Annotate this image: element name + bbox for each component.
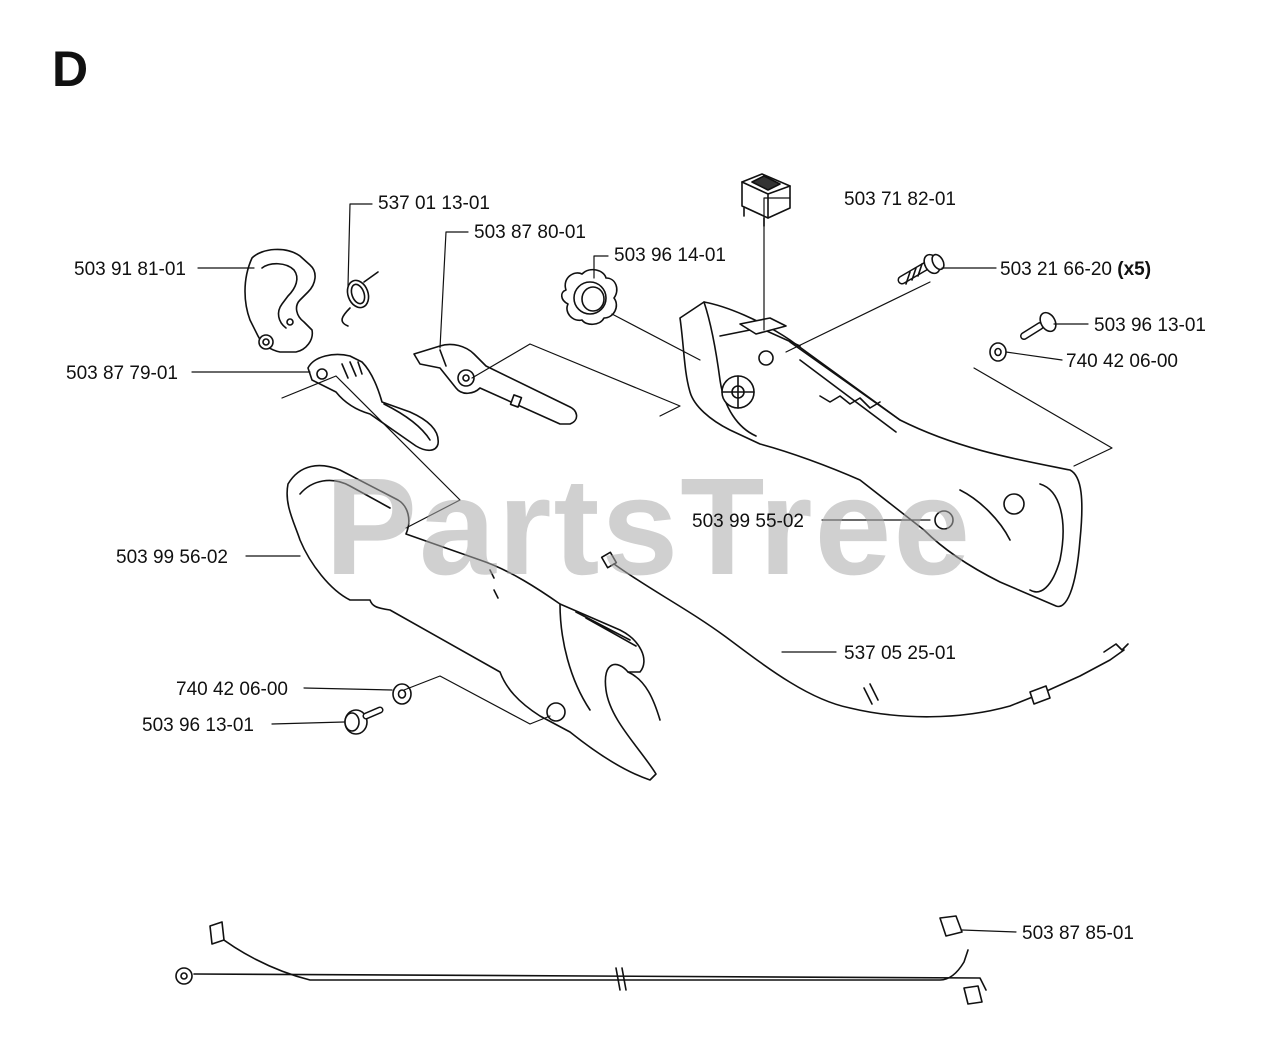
- part-label-503-96-13-01-top[interactable]: 503 96 13-01: [1094, 315, 1206, 336]
- stop-switch-part: [741, 173, 791, 227]
- parts-tree-watermark: PartsTree: [325, 450, 973, 604]
- part-label-740-42-06-00-top[interactable]: 740 42 06-00: [1066, 351, 1178, 372]
- part-label-503-21-66-20[interactable]: 503 21 66-20 (x5): [1000, 259, 1152, 280]
- part-label-740-42-06-00-bottom[interactable]: 740 42 06-00: [176, 679, 288, 700]
- throttle-cable-part: [600, 551, 1129, 718]
- part-label-503-91-81-01[interactable]: 503 91 81-01: [74, 259, 186, 280]
- part-label-503-87-85-01[interactable]: 503 87 85-01: [1022, 923, 1134, 944]
- part-label-503-87-80-01[interactable]: 503 87 80-01: [474, 222, 586, 243]
- part-label-503-71-82-01[interactable]: 503 71 82-01: [844, 189, 956, 210]
- trigger-part: [307, 353, 439, 452]
- trigger-bracket-part: [244, 248, 316, 353]
- part-label-503-96-13-01-bottom[interactable]: 503 96 13-01: [142, 715, 254, 736]
- part-label-537-05-25-01[interactable]: 537 05 25-01: [844, 643, 956, 664]
- part-label-503-99-55-02[interactable]: 503 99 55-02: [692, 511, 804, 532]
- section-letter: D: [52, 41, 89, 97]
- part-label-503-96-14-01[interactable]: 503 96 14-01: [614, 245, 726, 266]
- part-label-503-87-79-01[interactable]: 503 87 79-01: [66, 363, 178, 384]
- damper-ring-part: [560, 268, 618, 326]
- screw-part-top: [1020, 311, 1057, 340]
- washer-part-bottom: [392, 683, 412, 705]
- screw-part: [897, 253, 945, 285]
- part-label-537-01-13-01[interactable]: 537 01 13-01: [378, 193, 490, 214]
- screw-part-bottom: [344, 706, 384, 735]
- part-label-503-99-56-02[interactable]: 503 99 56-02: [116, 547, 228, 568]
- throttle-lever-part: [413, 343, 578, 425]
- wiring-harness-part: [175, 915, 987, 1005]
- quantity-badge: (x5): [1117, 259, 1152, 280]
- torsion-spring-part: [341, 271, 379, 327]
- rear-handle-housing-part: [679, 301, 1083, 608]
- front-handle-cover-part: [286, 464, 661, 781]
- washer-part-top: [989, 342, 1007, 362]
- leader-lines: [191, 197, 1113, 933]
